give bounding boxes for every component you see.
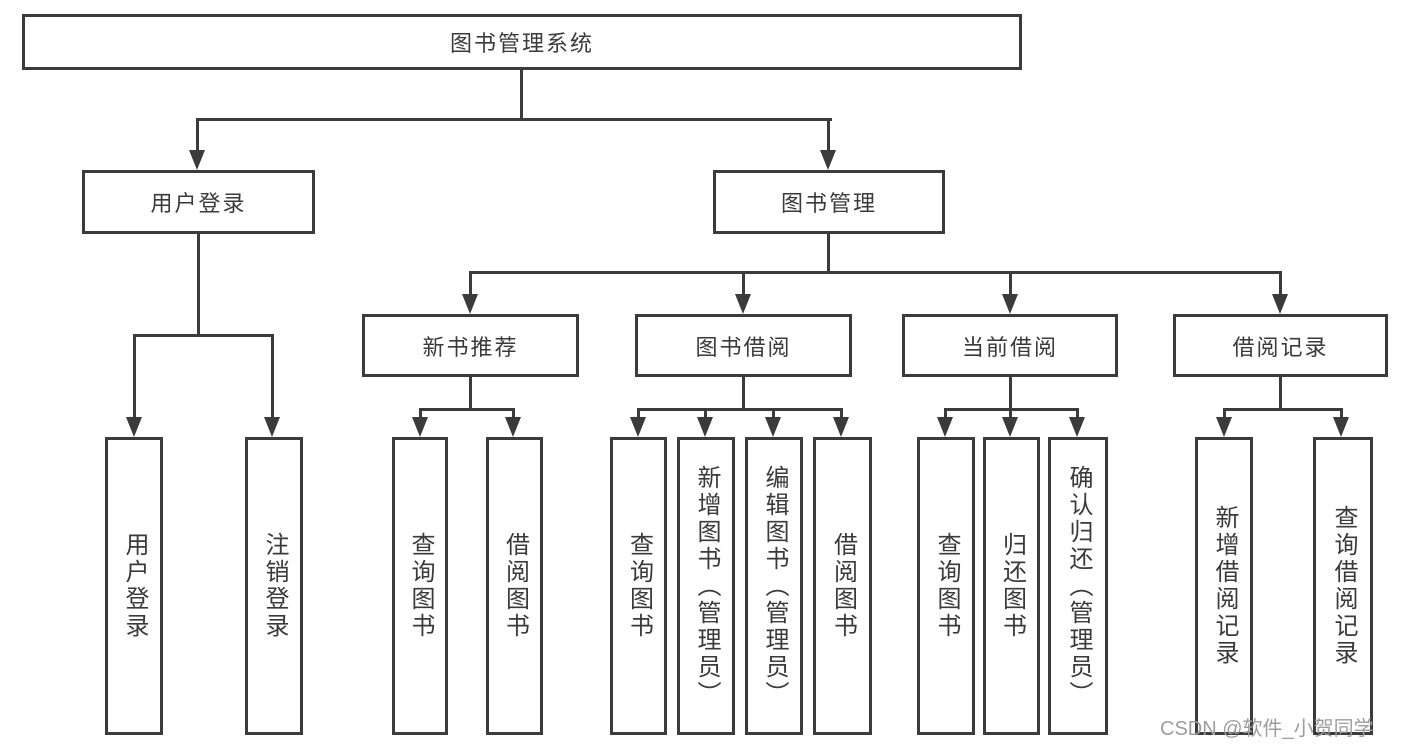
leaf-query-borrow-record: 查询借阅记录 xyxy=(1313,437,1373,735)
node-current-borrowing: 当前借阅 xyxy=(902,314,1118,377)
connector-line xyxy=(469,377,472,411)
node-borrowing-records: 借阅记录 xyxy=(1173,314,1388,377)
connector-line xyxy=(469,271,472,297)
connector-line xyxy=(1223,408,1342,411)
arrow-down-icon xyxy=(412,417,428,437)
connector-line xyxy=(197,234,200,336)
connector-line xyxy=(827,234,830,274)
connector-line xyxy=(520,69,523,120)
leaf-return-books: 归还图书 xyxy=(983,437,1040,735)
connector-line xyxy=(742,377,745,411)
arrow-down-icon xyxy=(1002,294,1018,314)
node-user-login: 用户登录 xyxy=(82,170,315,234)
arrow-down-icon xyxy=(697,417,713,437)
leaf-logout: 注销登录 xyxy=(245,437,303,735)
connector-line xyxy=(196,118,832,121)
node-book-management: 图书管理 xyxy=(713,170,945,234)
connector-line xyxy=(469,271,1281,274)
arrow-down-icon xyxy=(264,417,280,437)
node-book-borrowing-label: 图书借阅 xyxy=(695,334,792,360)
connector-line xyxy=(637,408,843,411)
node-user-login-label: 用户登录 xyxy=(150,191,247,216)
connector-line xyxy=(1009,271,1012,297)
arrow-down-icon xyxy=(1333,417,1349,437)
arrow-down-icon xyxy=(630,417,646,437)
leaf-add-book-admin: 新增图书（管理员） xyxy=(677,437,735,735)
connector-line xyxy=(1076,408,1079,419)
arrow-down-icon xyxy=(1069,417,1085,437)
connector-line xyxy=(944,408,947,419)
connector-line xyxy=(419,408,422,419)
connector-line xyxy=(742,271,745,297)
connector-line xyxy=(827,118,830,152)
node-current-borrowing-label: 当前借阅 xyxy=(961,334,1058,360)
node-new-book-recommend-label: 新书推荐 xyxy=(422,334,519,360)
leaf-query-books-recommend: 查询图书 xyxy=(392,437,448,735)
connector-line xyxy=(133,334,274,337)
arrow-down-icon xyxy=(505,417,521,437)
node-book-borrowing: 图书借阅 xyxy=(635,314,852,377)
connector-line xyxy=(1009,408,1012,419)
arrow-down-icon xyxy=(1272,294,1288,314)
connector-line xyxy=(1279,271,1282,297)
connector-line xyxy=(512,408,515,419)
leaf-user-login: 用户登录 xyxy=(105,437,163,735)
node-borrowing-records-label: 借阅记录 xyxy=(1232,334,1329,360)
arrow-down-icon xyxy=(1002,417,1018,437)
arrow-down-icon xyxy=(765,417,781,437)
leaf-confirm-return-admin: 确认归还（管理员） xyxy=(1048,437,1108,735)
node-root-label: 图书管理系统 xyxy=(449,31,594,56)
arrow-down-icon xyxy=(126,417,142,437)
connector-line xyxy=(271,334,274,419)
csdn-watermark: CSDN @软件_小贺同学 xyxy=(1160,718,1374,740)
connector-line xyxy=(772,408,775,419)
arrow-down-icon xyxy=(937,417,953,437)
connector-line xyxy=(637,408,640,419)
leaf-borrow-books-recommend: 借阅图书 xyxy=(486,437,543,735)
connector-line xyxy=(419,408,515,411)
arrow-down-icon xyxy=(462,294,478,314)
connector-line xyxy=(1340,408,1343,419)
leaf-add-borrow-record: 新增借阅记录 xyxy=(1195,437,1253,735)
arrow-down-icon xyxy=(735,294,751,314)
node-book-management-label: 图书管理 xyxy=(780,191,877,216)
arrow-down-icon xyxy=(833,417,849,437)
leaf-borrow-books-borrowing: 借阅图书 xyxy=(813,437,872,735)
node-root: 图书管理系统 xyxy=(22,14,1022,70)
connector-line xyxy=(1223,408,1226,419)
leaf-edit-book-admin: 编辑图书（管理员） xyxy=(745,437,803,735)
connector-line xyxy=(1009,377,1012,411)
arrow-down-icon xyxy=(1216,417,1232,437)
node-new-book-recommend: 新书推荐 xyxy=(362,314,579,377)
arrow-down-icon xyxy=(189,150,205,170)
connector-line xyxy=(840,408,843,419)
connector-line xyxy=(196,118,199,152)
connector-line xyxy=(704,408,707,419)
connector-line xyxy=(1279,377,1282,411)
arrow-down-icon xyxy=(820,150,836,170)
leaf-query-books-current: 查询图书 xyxy=(917,437,975,735)
connector-line xyxy=(133,334,136,419)
leaf-query-books-borrowing: 查询图书 xyxy=(610,437,667,735)
